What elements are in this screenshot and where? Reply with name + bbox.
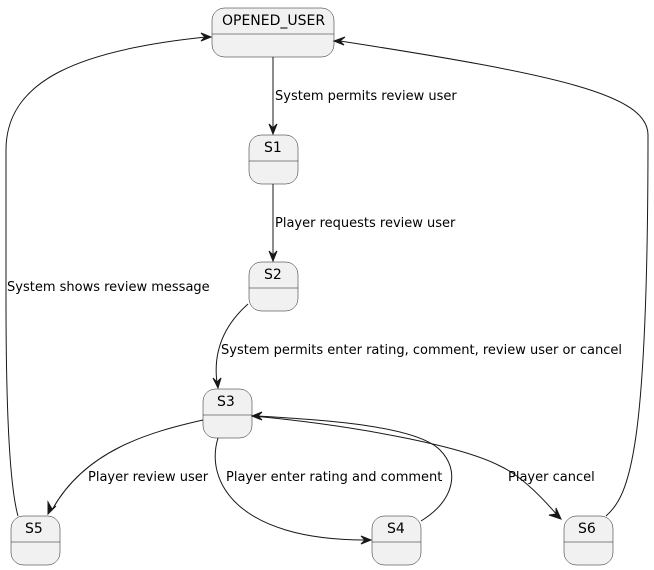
transition-s2-to-s3: System permits enter rating, comment, re… (212, 303, 622, 390)
transition-s1-to-s2-label: Player requests review user (275, 216, 456, 231)
transition-s6-to-opened (332, 36, 649, 517)
transition-s3-to-s5: Player review user (47, 419, 209, 516)
transition-s1-to-s2: Player requests review user (268, 184, 456, 263)
state-s1: S1 (248, 134, 299, 185)
transition-opened-to-s1: System permits review user (268, 57, 457, 136)
arrowhead (360, 535, 373, 545)
state-s1-label: S1 (264, 140, 282, 156)
state-s3: S3 (202, 388, 253, 439)
transition-s3-to-s4-label: Player enter rating and comment (226, 470, 442, 485)
transition-s3-to-s6: Player cancel (251, 415, 595, 520)
arrowhead (47, 500, 57, 516)
state-s5: S5 (10, 515, 61, 566)
state-s5-label: S5 (25, 521, 43, 537)
state-s4: S4 (371, 515, 422, 566)
transition-opened-to-s1-label: System permits review user (275, 89, 457, 104)
transition-s3-to-s5-label: Player review user (88, 470, 209, 485)
arrowhead (200, 32, 213, 42)
arrowhead (332, 36, 346, 46)
state-s6-label: S6 (578, 521, 596, 537)
transition-s3-to-s6-label: Player cancel (508, 470, 595, 485)
transition-s5-to-opened: System shows review message (5, 32, 213, 517)
state-s2-label: S2 (264, 267, 282, 283)
arrowhead (548, 507, 562, 520)
state-opened-user-label: OPENED_USER (222, 13, 325, 29)
state-s6: S6 (563, 515, 614, 566)
transition-s5-to-opened-label: System shows review message (7, 280, 210, 295)
state-s4-label: S4 (387, 521, 405, 537)
arrowhead (268, 123, 278, 136)
state-s2: S2 (248, 261, 299, 312)
arrowhead (212, 377, 222, 390)
transition-s2-to-s3-label: System permits enter rating, comment, re… (221, 343, 622, 358)
state-opened-user: OPENED_USER (211, 7, 335, 58)
state-s3-label: S3 (217, 394, 235, 410)
transition-s3-to-s4: Player enter rating and comment (214, 437, 442, 545)
arrowhead (268, 250, 278, 263)
